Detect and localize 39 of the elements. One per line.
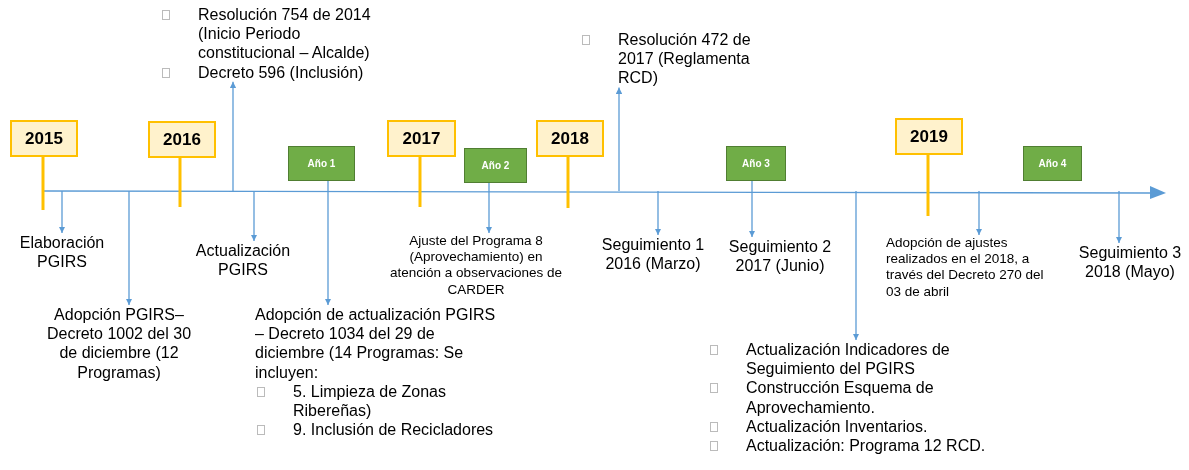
year-tag: Año 1 <box>288 146 355 181</box>
event-text: Adopción PGIRS– Decreto 1002 del 30 de diciembre (12 Programas) <box>40 305 198 382</box>
arrow <box>975 190 983 236</box>
arrow <box>748 180 756 238</box>
year-tag: Año 3 <box>726 146 786 181</box>
arrow <box>324 180 332 306</box>
list-item-text: Resolución 472 de 2017 (Reglamenta RCD) <box>618 31 751 87</box>
list-item-text: Actualización Indicadores de Seguimiento del PGIRS <box>746 341 950 378</box>
arrow <box>250 190 258 242</box>
arrow <box>1115 190 1123 244</box>
list-item-text: Construcción Esquema de Aprovechamiento. <box>746 379 934 416</box>
list-item-text: Actualización Inventarios. <box>746 417 928 435</box>
arrow <box>654 190 662 236</box>
list-item-text: 9. Inclusión de Recicladores <box>293 421 494 439</box>
year-marker-box: 2016 <box>148 121 216 158</box>
year-marker-box: 2018 <box>536 120 604 157</box>
event-text: Adopción de actualización PGIRS – Decreto 1034 del 29 de diciembre (14 Programas: Se incluyen: <box>255 305 497 382</box>
event-text: Actualización PGIRS <box>188 241 298 280</box>
year-marker-box: 2019 <box>895 118 963 155</box>
arrow <box>58 190 66 234</box>
list-item-text: Decreto 596 (Inclusión) <box>198 63 364 81</box>
year-tag: Año 2 <box>464 148 527 183</box>
year-marker-box: 2015 <box>10 120 78 157</box>
list-item-text: Actualización: Programa 12 RCD. <box>746 436 986 454</box>
event-text: Elaboración PGIRS <box>12 233 112 272</box>
arrow <box>229 81 237 192</box>
event-text: Adopción de ajustes realizados en el 2018, a través del Decreto 270 del 03 de abril <box>886 235 1058 300</box>
list-item-text: 5. Limpieza de Zonas Ribereñas) <box>293 382 446 419</box>
event-text: Ajuste del Programa 8 (Aprovechamiento) en atención a observaciones de CARDER <box>386 233 566 298</box>
event-text: Seguimiento 2 2017 (Junio) <box>727 237 833 276</box>
arrow <box>485 182 493 234</box>
arrow <box>615 86 623 192</box>
year-marker-box: 2017 <box>387 120 456 157</box>
year-tag: Año 4 <box>1023 146 1082 181</box>
list-item-text: Resolución 754 de 2014 (Inicio Periodo constitucional – Alcalde) <box>198 6 371 62</box>
arrow <box>852 190 860 341</box>
event-text: Seguimiento 1 2016 (Marzo) <box>600 235 706 274</box>
arrow <box>125 190 133 306</box>
event-text: Seguimiento 3 2018 (Mayo) <box>1078 243 1182 282</box>
